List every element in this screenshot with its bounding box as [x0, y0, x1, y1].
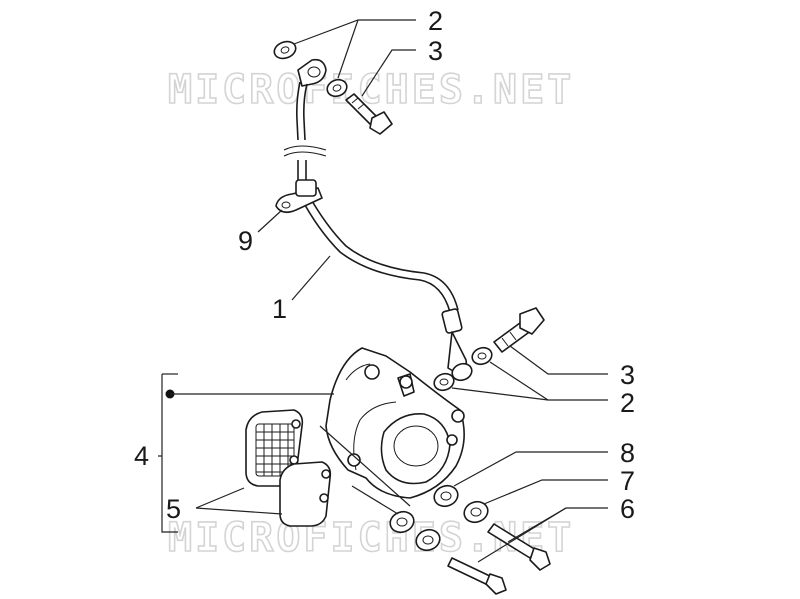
- callout-2-top: 2: [428, 6, 443, 36]
- upper-banjo-bolt: [345, 93, 393, 135]
- brake-caliper: [325, 347, 465, 499]
- washer-left-lower: [389, 510, 415, 534]
- upper-banjo-fitting: [297, 58, 327, 87]
- callout-7: 7: [620, 466, 635, 496]
- hose-clamp-bracket: [275, 179, 323, 214]
- leader-lines: [158, 19, 608, 563]
- lower-banjo-bolt: [493, 307, 545, 353]
- callout-9: 9: [238, 226, 253, 256]
- washer-center-lower: [415, 528, 441, 552]
- upper-washer-right: [326, 78, 348, 98]
- callout-6: 6: [620, 494, 635, 524]
- brake-hose: [283, 81, 459, 313]
- lower-washer-left: [433, 372, 455, 392]
- lower-washer-right: [471, 346, 493, 366]
- bolt-lower: [447, 557, 507, 595]
- washer-8: [433, 484, 459, 508]
- callout-1: 1: [272, 294, 287, 324]
- watermark-top: MICROFICHES.NET: [168, 67, 574, 113]
- callout-4: 4: [134, 441, 149, 471]
- callout-5: 5: [166, 494, 181, 524]
- callout-2-mid: 2: [620, 388, 635, 418]
- callout-3-top: 3: [428, 36, 443, 66]
- callout-8: 8: [620, 438, 635, 468]
- callout-3-mid: 3: [620, 360, 635, 390]
- lower-banjo-fitting: [451, 362, 473, 382]
- brake-pad-front: [279, 461, 332, 527]
- upper-washer-left: [273, 40, 297, 60]
- washer-7: [463, 500, 489, 524]
